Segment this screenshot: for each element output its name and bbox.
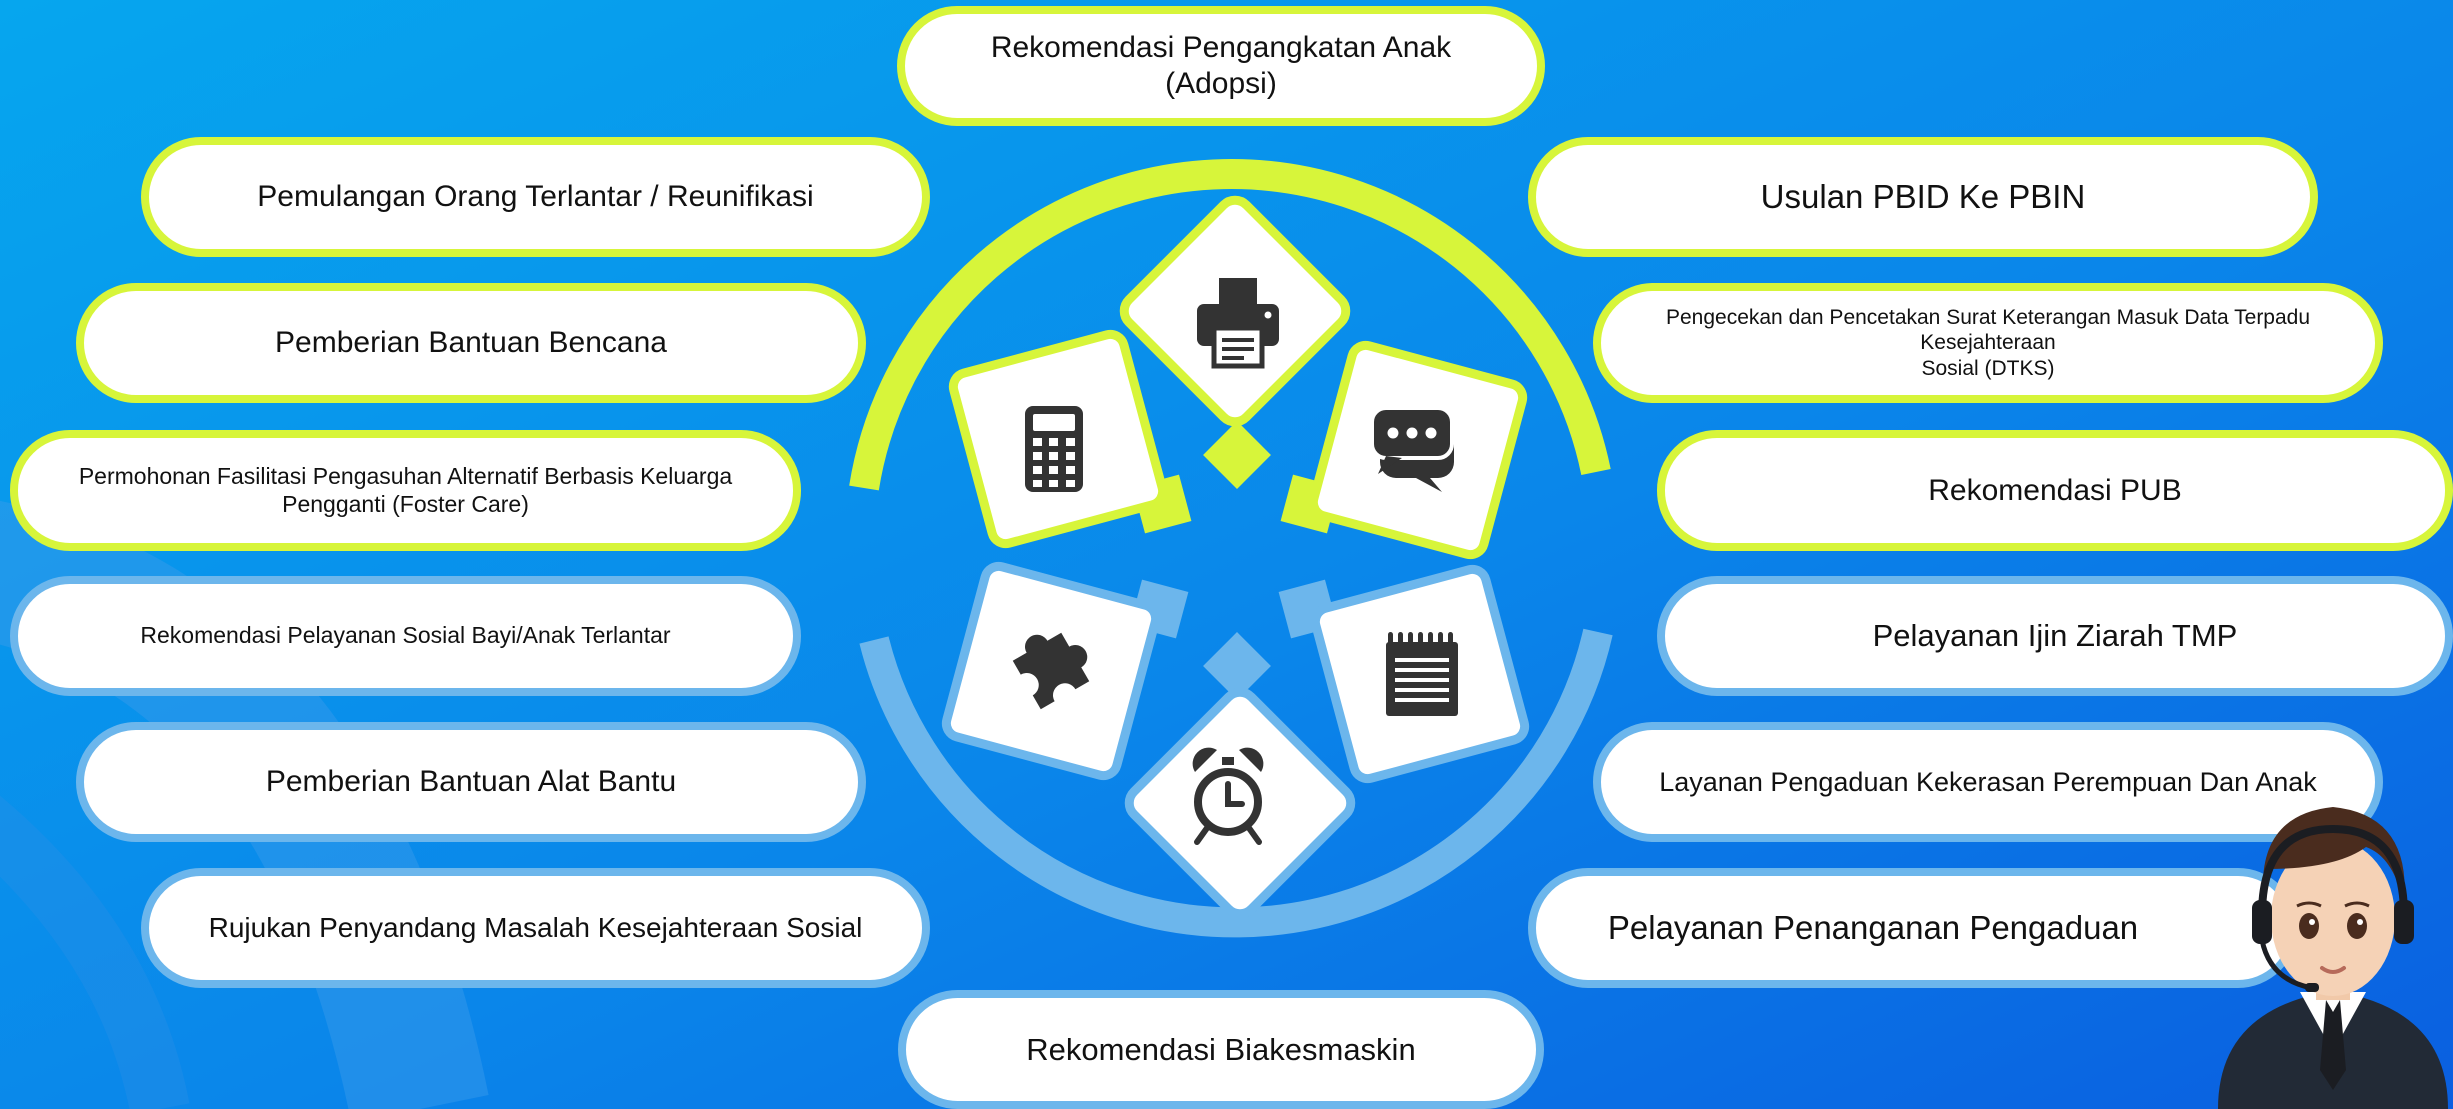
alarm-clock-tile[interactable] [1123,686,1358,921]
pill-biakesmaskin[interactable]: Rekomendasi Biakesmaskin [898,990,1544,1109]
calculator-icon [1025,406,1083,492]
pill-kekerasan[interactable]: Layanan Pengaduan Kekerasan Perempuan Da… [1593,722,2383,842]
pill-label: Rekomendasi Biakesmaskin [1026,1031,1416,1067]
pill-pemulangan[interactable]: Pemulangan Orang Terlantar / Reunifikasi [141,137,930,257]
pill-pbid-pbin[interactable]: Usulan PBID Ke PBIN [1528,137,2318,257]
pill-label: Rujukan Penyandang Masalah Kesejahteraan… [208,912,863,944]
pill-foster-care[interactable]: Permohonan Fasilitasi Pengasuhan Alterna… [10,430,801,551]
notepad-tile[interactable] [1310,564,1530,784]
pill-label: Pelayanan Ijin Ziarah TMP [1872,618,2238,654]
puzzle-icon [1012,632,1090,710]
printer-tile[interactable] [1118,194,1353,429]
pill-alat-bantu[interactable]: Pemberian Bantuan Alat Bantu [76,722,866,842]
pill-ziarah-tmp[interactable]: Pelayanan Ijin Ziarah TMP [1657,576,2453,696]
alarm-clock-icon [1192,747,1264,845]
chat-tile[interactable] [1308,340,1528,560]
pill-label: Pemulangan Orang Terlantar / Reunifikasi [257,180,814,213]
pill-penanganan-pengaduan[interactable]: Pelayanan Penanganan Pengaduan [1528,868,2298,988]
pill-pub[interactable]: Rekomendasi PUB [1657,430,2453,551]
printer-icon [1197,278,1279,369]
pill-label: Rekomendasi PUB [1928,473,2182,507]
pill-bantuan-bencana[interactable]: Pemberian Bantuan Bencana [76,283,866,403]
puzzle-tile[interactable] [941,561,1161,781]
pill-label: Pemberian Bantuan Bencana [275,326,667,359]
pill-label: Permohonan Fasilitasi Pengasuhan Alterna… [78,462,733,517]
calculator-tile[interactable] [948,329,1168,549]
pill-label: Usulan PBID Ke PBIN [1760,178,2086,216]
pill-label: Rekomendasi Pengangkatan Anak (Adopsi) [990,31,1452,100]
chat-icon [1370,406,1454,492]
pill-adopsi[interactable]: Rekomendasi Pengangkatan Anak (Adopsi) [897,6,1545,126]
pill-label: Rekomendasi Pelayanan Sosial Bayi/Anak T… [140,622,671,649]
notepad-icon [1386,632,1458,716]
pill-label: Layanan Pengaduan Kekerasan Perempuan Da… [1659,766,2317,797]
pill-label: Pemberian Bantuan Alat Bantu [265,765,677,798]
pill-dtks[interactable]: Pengecekan dan Pencetakan Surat Keterang… [1593,283,2383,403]
pill-bayi-anak-terlantar[interactable]: Rekomendasi Pelayanan Sosial Bayi/Anak T… [10,576,801,696]
pill-label: Pelayanan Penanganan Pengaduan [1607,909,2139,947]
pill-rujukan-pmks[interactable]: Rujukan Penyandang Masalah Kesejahteraan… [141,868,930,988]
pill-label: Pengecekan dan Pencetakan Surat Keterang… [1665,306,2311,380]
